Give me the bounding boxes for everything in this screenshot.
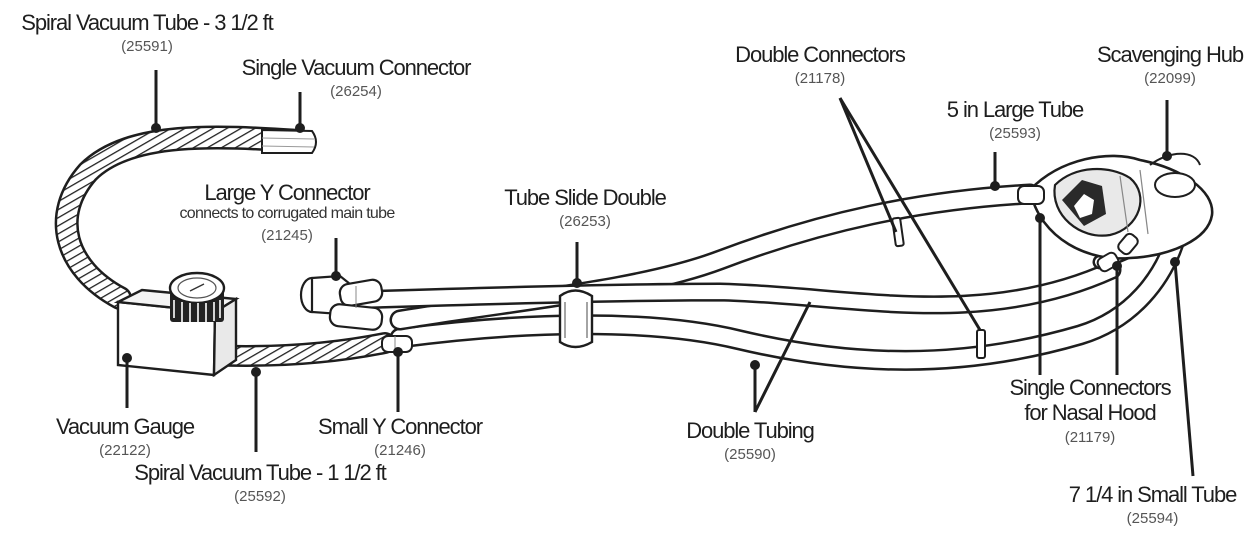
- double-connector-rings: [892, 218, 985, 358]
- label-part-number: (22122): [30, 442, 220, 459]
- tube-slide-double: [560, 291, 592, 348]
- label-spiral-tube-long: Spiral Vacuum Tube - 3 1/2 ft (25591): [2, 10, 292, 56]
- label-single-vacuum-connector: Single Vacuum Connector (26254): [206, 55, 506, 101]
- label-single-connectors: Single Connectors for Nasal Hood (21179): [990, 375, 1190, 446]
- label-part-number: (25592): [120, 488, 400, 505]
- label-tube-slide-double: Tube Slide Double (26253): [480, 185, 690, 231]
- label-part-number: (25591): [2, 38, 292, 55]
- label-part-number: (21178): [705, 70, 935, 87]
- label-double-tubing: Double Tubing (25590): [660, 418, 840, 464]
- label-part-number: (21245): [132, 227, 442, 244]
- label-large-tube: 5 in Large Tube (25593): [930, 97, 1100, 143]
- label-name: Spiral Vacuum Tube - 3 1/2 ft: [2, 10, 292, 35]
- single-vacuum-connector: [262, 130, 316, 153]
- label-large-y-connector: Large Y Connector connects to corrugated…: [132, 180, 442, 244]
- label-part-number: (26254): [206, 83, 506, 100]
- label-name: 5 in Large Tube: [930, 97, 1100, 122]
- label-part-number: (25594): [1050, 510, 1255, 527]
- label-double-connectors: Double Connectors (21178): [705, 42, 935, 88]
- label-name-line-2: for Nasal Hood: [990, 400, 1190, 425]
- label-spiral-tube-short: Spiral Vacuum Tube - 1 1/2 ft (25592): [120, 460, 400, 506]
- label-part-number: (21179): [990, 429, 1190, 446]
- label-small-tube: 7 1/4 in Small Tube (25594): [1050, 482, 1255, 528]
- label-small-y-connector: Small Y Connector (21246): [290, 414, 510, 460]
- label-part-number: (26253): [480, 213, 690, 230]
- label-name: Double Tubing: [660, 418, 840, 443]
- label-name: Small Y Connector: [290, 414, 510, 439]
- label-scavenging-hub: Scavenging Hub (22099): [1095, 42, 1245, 88]
- label-name: Vacuum Gauge: [30, 414, 220, 439]
- label-part-number: (21246): [290, 442, 510, 459]
- label-name: 7 1/4 in Small Tube: [1050, 482, 1255, 507]
- label-vacuum-gauge: Vacuum Gauge (22122): [30, 414, 220, 460]
- label-name: Single Connectors: [990, 375, 1190, 400]
- vacuum-gauge: [118, 273, 236, 375]
- label-name: Spiral Vacuum Tube - 1 1/2 ft: [120, 460, 400, 485]
- label-part-number: (25593): [930, 125, 1100, 142]
- label-name: Double Connectors: [705, 42, 935, 67]
- label-name: Large Y Connector: [132, 180, 442, 205]
- label-name: Scavenging Hub: [1095, 42, 1245, 67]
- label-part-number: (25590): [660, 446, 840, 463]
- label-part-number: (22099): [1095, 70, 1245, 87]
- label-name: Tube Slide Double: [480, 185, 690, 210]
- label-name: Single Vacuum Connector: [206, 55, 506, 80]
- label-note: connects to corrugated main tube: [132, 205, 442, 223]
